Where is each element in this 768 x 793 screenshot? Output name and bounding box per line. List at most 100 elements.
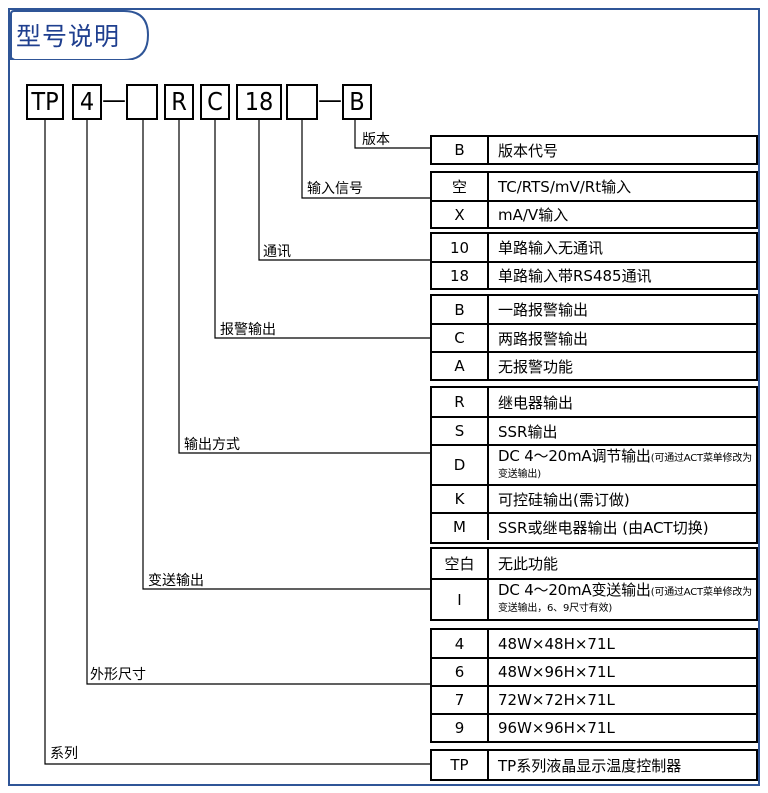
label-dimensions: 外形尺寸 <box>90 667 146 683</box>
table-row: 空 TC/RTS/mV/Rt输入 <box>432 173 756 200</box>
group-series: TP TP系列液晶显示温度控制器 <box>430 749 758 781</box>
table-row: 7 72W×72H×71L <box>432 685 756 713</box>
option-code: C <box>432 325 489 351</box>
option-code: 空 <box>432 173 489 200</box>
option-desc: 两路报警输出 <box>498 329 589 348</box>
option-code: 6 <box>432 659 489 685</box>
option-desc: 72W×72H×71L <box>498 691 615 709</box>
option-code: I <box>432 580 489 619</box>
group-version: B 版本代号 <box>430 135 758 165</box>
label-input-signal: 输入信号 <box>307 181 363 197</box>
option-code: 18 <box>432 263 489 288</box>
option-code: TP <box>432 751 489 779</box>
table-row: S SSR输出 <box>432 416 756 444</box>
option-desc: 继电器输出 <box>498 393 574 412</box>
label-transmit-output: 变送输出 <box>148 573 204 589</box>
option-code: M <box>432 514 489 540</box>
option-desc: TP系列液晶显示温度控制器 <box>498 756 682 775</box>
option-code: K <box>432 486 489 512</box>
code-part-series: TP <box>26 84 64 120</box>
table-row: B 版本代号 <box>432 137 756 163</box>
connector-input-signal <box>301 120 430 199</box>
option-desc: 48W×48H×71L <box>498 634 615 653</box>
option-code: X <box>432 202 489 227</box>
option-code: B <box>432 296 489 323</box>
option-desc: 96W×96H×71L <box>498 719 615 737</box>
code-part-alarm: C <box>200 84 230 120</box>
table-row: 6 48W×96H×71L <box>432 657 756 685</box>
table-row: 4 48W×48H×71L <box>432 630 756 657</box>
option-desc: SSR或继电器输出 (由ACT切换) <box>498 518 709 537</box>
option-code: A <box>432 353 489 379</box>
connector-transmit-output <box>142 120 430 590</box>
table-row: B 一路报警输出 <box>432 296 756 323</box>
option-desc-main: DC 4～20mA变送输出 <box>498 581 651 599</box>
code-part-comm: 18 <box>236 84 282 120</box>
page-title: 型号说明 <box>16 22 121 51</box>
title-tab-shape <box>8 10 150 60</box>
group-communication: 10 单路输入无通讯 18 单路输入带RS485通讯 <box>430 232 758 290</box>
option-desc: 无此功能 <box>498 555 559 573</box>
code-part-transmit: □ <box>126 84 158 120</box>
table-row: 10 单路输入无通讯 <box>432 234 756 261</box>
table-row: R 继电器输出 <box>432 388 756 416</box>
option-desc: DC 4～20mA变送输出(可通过ACT菜单修改为变送输出，6、9尺寸有效) <box>489 580 756 619</box>
code-part-output: R <box>164 84 194 120</box>
label-output-mode: 输出方式 <box>184 437 240 453</box>
table-row: 18 单路输入带RS485通讯 <box>432 261 756 288</box>
option-code: 空白 <box>432 549 489 578</box>
connector-version <box>354 120 430 149</box>
connector-series <box>44 120 430 765</box>
connector-communication <box>258 120 430 261</box>
option-desc: 单路输入无通讯 <box>498 239 604 257</box>
option-desc-note: (可通过ACT菜单修改为变送输出，6、9尺寸有效) <box>498 587 752 614</box>
option-code: D <box>432 446 489 484</box>
option-code: 7 <box>432 687 489 713</box>
label-series: 系列 <box>50 746 78 762</box>
option-desc: 单路输入带RS485通讯 <box>498 267 652 285</box>
option-desc: DC 4～20mA调节输出(可通过ACT菜单修改为变送输出) <box>489 446 756 484</box>
group-dimensions: 4 48W×48H×71L 6 48W×96H×71L 7 72W×72H×71L 9… <box>430 628 758 743</box>
table-row: M SSR或继电器输出 (由ACT切换) <box>432 512 756 540</box>
option-desc: 版本代号 <box>498 141 559 160</box>
option-code: 4 <box>432 630 489 657</box>
table-row: TP TP系列液晶显示温度控制器 <box>432 751 756 779</box>
option-desc-main: DC 4～20mA调节输出 <box>498 446 651 465</box>
connector-output-mode <box>178 120 430 454</box>
table-row: K 可控硅输出(需订做) <box>432 484 756 512</box>
option-desc: 可控硅输出(需订做) <box>498 490 630 509</box>
connector-dimensions <box>86 120 430 685</box>
option-code: R <box>432 388 489 416</box>
option-code: B <box>432 137 489 163</box>
code-part-input: □ <box>286 84 318 120</box>
option-code: 10 <box>432 234 489 261</box>
table-row: C 两路报警输出 <box>432 323 756 351</box>
connector-alarm-output <box>214 120 430 339</box>
option-desc: 一路报警输出 <box>498 301 589 319</box>
outer-frame <box>8 8 760 786</box>
label-communication: 通讯 <box>263 244 291 260</box>
option-desc: mA/V输入 <box>498 206 569 224</box>
code-part-version: B <box>342 84 372 120</box>
option-desc: 48W×96H×71L <box>498 663 615 681</box>
code-dash: — <box>102 86 126 114</box>
option-desc-note: (可通过ACT菜单修改为变送输出) <box>498 452 752 480</box>
option-desc: TC/RTS/mV/Rt输入 <box>498 178 632 196</box>
code-dash: — <box>318 86 342 114</box>
label-alarm-output: 报警输出 <box>220 322 276 338</box>
label-version: 版本 <box>362 132 390 148</box>
option-code: S <box>432 418 489 444</box>
option-desc: SSR输出 <box>498 422 558 441</box>
code-part-size: 4 <box>72 84 102 120</box>
table-row: 空白无此功能 <box>432 549 756 578</box>
